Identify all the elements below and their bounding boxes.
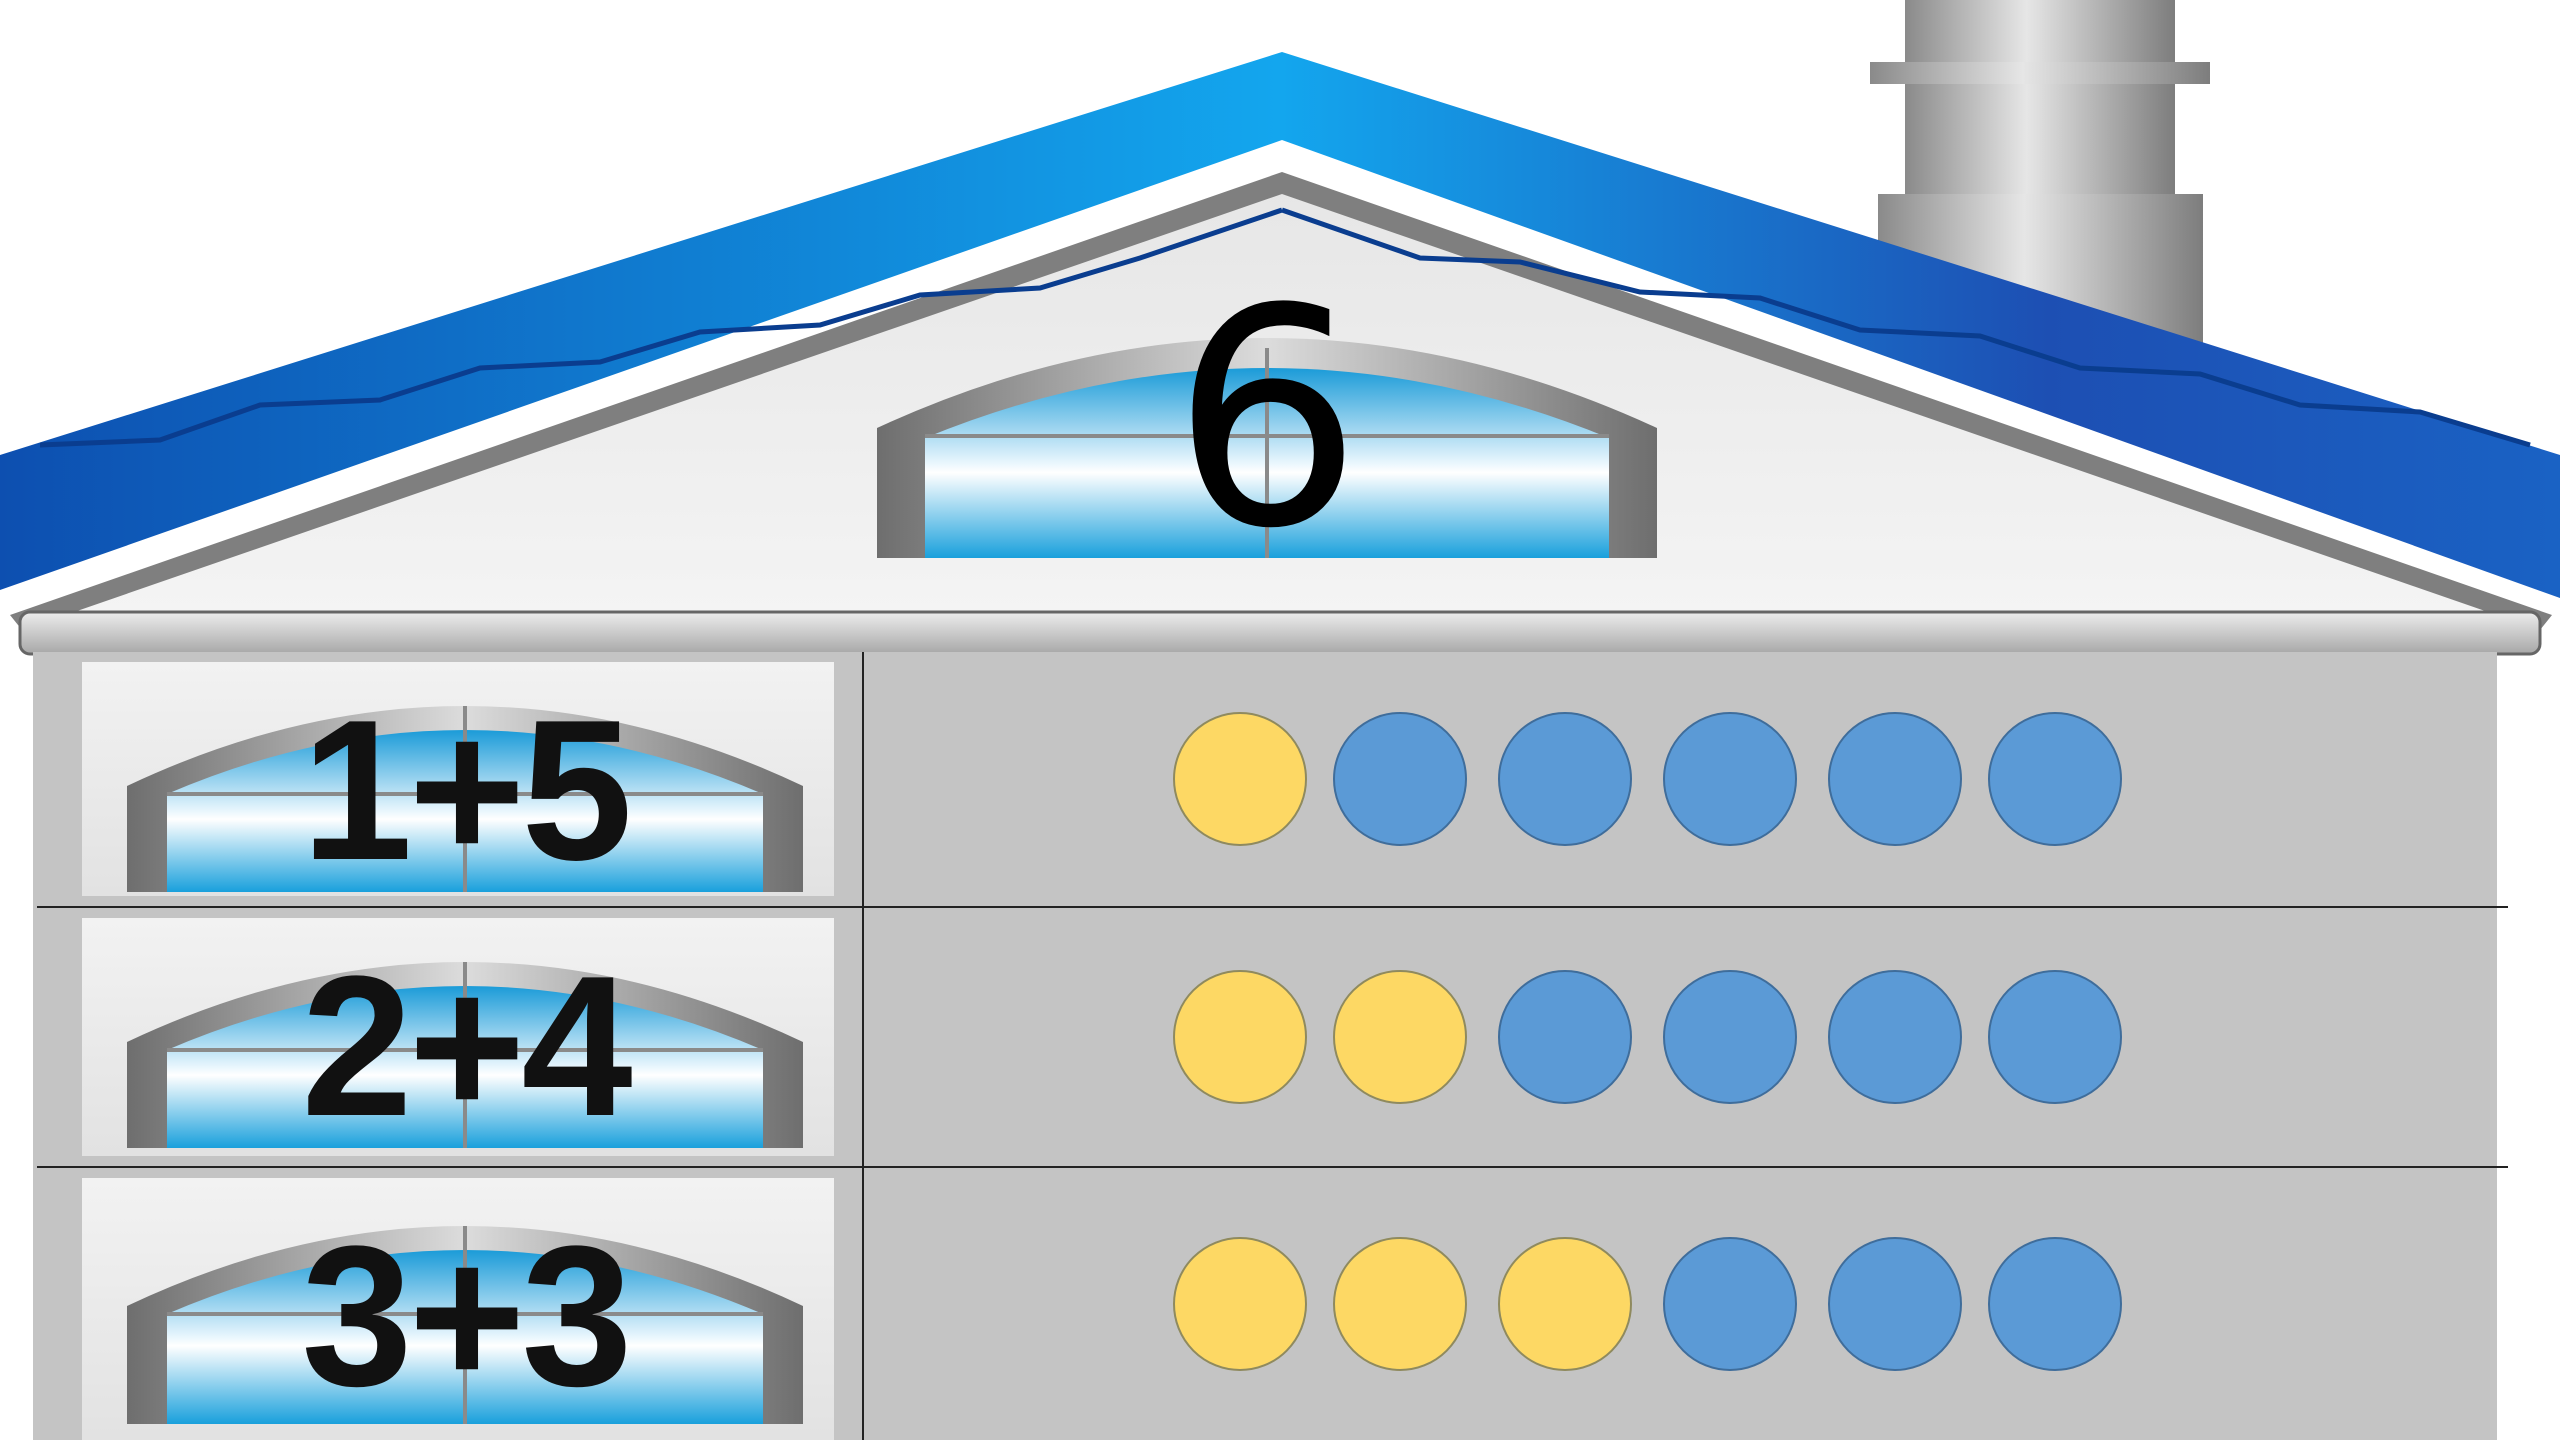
row-window: 3+3 (127, 1186, 803, 1424)
number-bond-row: 2+4 (37, 908, 2508, 1168)
blue-counter (1663, 1237, 1797, 1371)
blue-counter (1828, 1237, 1962, 1371)
total-number: 6 (877, 270, 1657, 570)
blue-counter (1663, 970, 1797, 1104)
yellow-counter (1498, 1237, 1632, 1371)
yellow-counter (1333, 1237, 1467, 1371)
addition-label: 2+4 (127, 922, 803, 1148)
row-divider (862, 1168, 864, 1440)
addition-label: 1+5 (127, 666, 803, 892)
yellow-counter (1173, 712, 1307, 846)
row-window: 2+4 (127, 922, 803, 1148)
eave-trim (20, 612, 2540, 654)
yellow-counter (1173, 970, 1307, 1104)
blue-counter (1988, 970, 2122, 1104)
blue-counter (1828, 712, 1962, 846)
yellow-counter (1333, 970, 1467, 1104)
number-bond-row: 3+3 (37, 1168, 2508, 1440)
gable-window: 6 (877, 288, 1657, 558)
blue-counter (1988, 1237, 2122, 1371)
yellow-counter (1173, 1237, 1307, 1371)
blue-counter (1988, 712, 2122, 846)
row-divider (862, 908, 864, 1166)
row-divider (862, 652, 864, 906)
blue-counter (1498, 712, 1632, 846)
blue-counter (1498, 970, 1632, 1104)
counter-group (1173, 652, 2173, 906)
addition-label: 3+3 (127, 1186, 803, 1424)
number-bond-row: 1+5 (37, 652, 2508, 908)
counter-group (1173, 1168, 2173, 1440)
blue-counter (1828, 970, 1962, 1104)
counter-group (1173, 908, 2173, 1166)
row-window: 1+5 (127, 666, 803, 892)
blue-counter (1333, 712, 1467, 846)
blue-counter (1663, 712, 1797, 846)
